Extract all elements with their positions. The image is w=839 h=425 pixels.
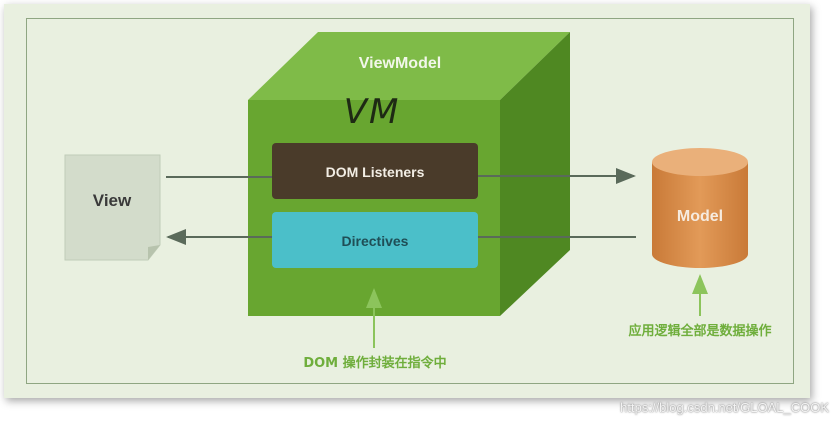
watermark: https://blog.csdn.net/GLOAL_COOK — [620, 400, 829, 415]
model-cylinder: Model — [652, 148, 748, 268]
inner-border — [26, 18, 794, 384]
cube-top-face — [248, 32, 570, 100]
vm-handwriting: VM — [344, 92, 401, 132]
model-caption: 应用逻辑全部是数据操作 — [628, 323, 771, 339]
viewmodel-label: ViewModel — [359, 55, 441, 72]
viewmodel-cube: ViewModel VM — [248, 32, 570, 316]
dom-caption: DOM 操作封装在指令中 — [303, 355, 446, 371]
cube-side-face — [500, 32, 570, 316]
view-label: View — [93, 191, 132, 210]
dom-listeners-box: DOM Listeners — [272, 143, 478, 199]
directives-box: Directives — [272, 212, 478, 268]
cube-front-face — [248, 100, 500, 316]
dom-listeners-label: DOM Listeners — [326, 164, 425, 180]
directives-label: Directives — [342, 233, 409, 249]
view-page: View — [64, 154, 161, 261]
model-label: Model — [677, 208, 723, 225]
